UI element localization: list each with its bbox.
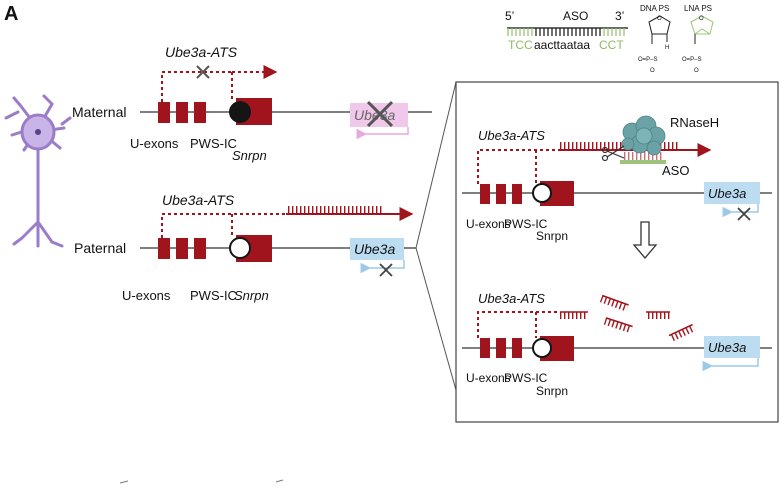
dna-atom-h: H bbox=[665, 45, 669, 51]
maternal-u-exon-2 bbox=[176, 102, 188, 123]
fragment-5 bbox=[668, 323, 696, 342]
lna-phos: O=P–S bbox=[682, 57, 702, 63]
rnaseh-enzyme-icon bbox=[621, 115, 666, 156]
aso-title: ASO bbox=[563, 9, 588, 23]
lna-ps-label: LNA PS bbox=[684, 4, 712, 13]
inset-top-aso-teeth bbox=[622, 152, 664, 160]
inset-top-ube3a-cross-icon bbox=[737, 207, 751, 221]
inset-bottom-pws-ic bbox=[532, 338, 552, 358]
paternal-locus: Paternal Ube3a-ATS U-exons PWS-IC Snrpn … bbox=[74, 192, 416, 303]
inset-bottom-ube3a-arrow bbox=[702, 358, 759, 372]
paternal-label: Paternal bbox=[74, 240, 126, 256]
stray-mark-2 bbox=[275, 479, 284, 483]
inset-bottom-ats-dashed bbox=[477, 311, 560, 338]
paternal-ats-dashed bbox=[161, 213, 286, 238]
dna-sugar-ring bbox=[648, 15, 671, 35]
zoom-connector bbox=[415, 81, 457, 391]
maternal-ube3a-arrow bbox=[356, 127, 409, 140]
down-arrow-icon bbox=[632, 221, 658, 260]
aso-seq-mid: aacttaataa bbox=[534, 38, 590, 52]
fragment-3 bbox=[646, 311, 670, 319]
inset-top-snrpn-label: Snrpn bbox=[536, 229, 568, 243]
inset-top-aso-strand bbox=[620, 160, 666, 164]
paternal-u-exons-label: U-exons bbox=[122, 288, 171, 303]
transcript-fragments bbox=[560, 294, 696, 342]
paternal-ats-transcript-comb bbox=[286, 206, 382, 214]
paternal-ube3a-cross-icon bbox=[379, 263, 393, 277]
paternal-ube3a-arrow bbox=[360, 260, 405, 274]
inset-top-aso-binding: Ube3a-ATS ASO RNaseH U-exons PWS-IC Snrp… bbox=[462, 115, 772, 243]
maternal-u-exons-label: U-exons bbox=[130, 136, 179, 151]
lna-sugar-ring bbox=[690, 15, 714, 35]
inset-top-ats-label: Ube3a-ATS bbox=[478, 128, 545, 143]
inset-bottom-degraded: Ube3a-ATS U-exons PWS-IC Snrpn Ube3a bbox=[462, 291, 772, 398]
paternal-u-exon-2 bbox=[176, 238, 188, 259]
maternal-u-exon-3 bbox=[194, 102, 206, 123]
inset-bottom-ats-label: Ube3a-ATS bbox=[478, 291, 545, 306]
panel-label: A bbox=[4, 3, 18, 25]
inset-top-aso-label: ASO bbox=[662, 163, 689, 178]
aso-seq-left: TCC bbox=[508, 38, 533, 52]
inset-top-ube3a-label: Ube3a bbox=[708, 186, 746, 201]
inset-top-ats-dashed bbox=[477, 149, 558, 184]
inset-top-u-exons-label: U-exons bbox=[466, 217, 511, 231]
maternal-snrpn-label: Snrpn bbox=[232, 148, 267, 163]
aso-comb bbox=[507, 28, 625, 36]
maternal-ube3a-cross-icon bbox=[366, 100, 394, 128]
inset-top-pws-ic bbox=[532, 183, 552, 203]
lna-atom-o: O bbox=[699, 16, 704, 22]
aso-legend: 5’ ASO 3’ TCC aacttaataa CCT DNA PS O H … bbox=[505, 4, 714, 74]
inset-top-u-exon-1 bbox=[480, 184, 490, 204]
paternal-snrpn-label: Snrpn bbox=[234, 288, 269, 303]
inset-top-ube3a-gene bbox=[704, 182, 760, 204]
inset-top-ube3a-arrow bbox=[722, 204, 759, 218]
inset-top-u-exon-2 bbox=[496, 184, 506, 204]
dna-ps-label: DNA PS bbox=[640, 4, 669, 13]
inset-bottom-snrpn-label: Snrpn bbox=[536, 384, 568, 398]
paternal-ats-label: Ube3a-ATS bbox=[162, 192, 235, 208]
paternal-pws-ic-unmethylated bbox=[229, 237, 251, 259]
maternal-ats-label: Ube3a-ATS bbox=[165, 44, 238, 60]
paternal-ube3a-label: Ube3a bbox=[354, 241, 395, 257]
stray-mark-1 bbox=[119, 480, 129, 484]
fragment-2 bbox=[599, 294, 629, 312]
paternal-u-exon-1 bbox=[158, 238, 170, 259]
maternal-pws-ic-label: PWS-IC bbox=[190, 136, 237, 151]
paternal-u-exon-3 bbox=[194, 238, 206, 259]
mechanism-inset bbox=[455, 81, 779, 423]
dna-phos: O=P–S bbox=[638, 57, 658, 63]
maternal-label: Maternal bbox=[72, 104, 126, 120]
inset-top-pws-ic-label: PWS-IC bbox=[504, 217, 548, 231]
maternal-ats-block-x bbox=[196, 65, 210, 79]
inset-bottom-pws-ic-label: PWS-IC bbox=[504, 371, 548, 385]
neuron-icon bbox=[4, 94, 72, 248]
inset-top-ats-comb bbox=[558, 142, 678, 150]
lna-phos-o: O bbox=[694, 68, 699, 74]
scissors-icon bbox=[601, 145, 625, 162]
paternal-ube3a-gene bbox=[350, 238, 404, 260]
dna-phos-o: O bbox=[650, 68, 655, 74]
inset-top-u-exon-3 bbox=[512, 184, 522, 204]
rnaseh-label: RNaseH bbox=[670, 115, 719, 130]
five-prime-label: 5’ bbox=[505, 9, 514, 23]
inset-bottom-ube3a-gene bbox=[704, 336, 760, 358]
aso-seq-right: CCT bbox=[599, 38, 624, 52]
three-prime-label: 3’ bbox=[615, 9, 624, 23]
inset-bottom-u-exon-1 bbox=[480, 338, 490, 358]
dna-atom-o: O bbox=[657, 16, 662, 22]
maternal-locus: Maternal Ube3a-ATS U-exons PWS-IC Snrpn … bbox=[72, 44, 432, 163]
inset-bottom-u-exon-3 bbox=[512, 338, 522, 358]
fragment-4 bbox=[603, 317, 633, 334]
maternal-ats-dashed-start bbox=[161, 71, 232, 102]
inset-bottom-u-exons-label: U-exons bbox=[466, 371, 511, 385]
maternal-u-exon-1 bbox=[158, 102, 170, 123]
paternal-pws-ic-label: PWS-IC bbox=[190, 288, 237, 303]
inset-bottom-ube3a-label: Ube3a bbox=[708, 340, 746, 355]
maternal-pws-ic-methylated bbox=[229, 101, 251, 123]
fragment-1 bbox=[560, 311, 588, 319]
inset-bottom-u-exon-2 bbox=[496, 338, 506, 358]
